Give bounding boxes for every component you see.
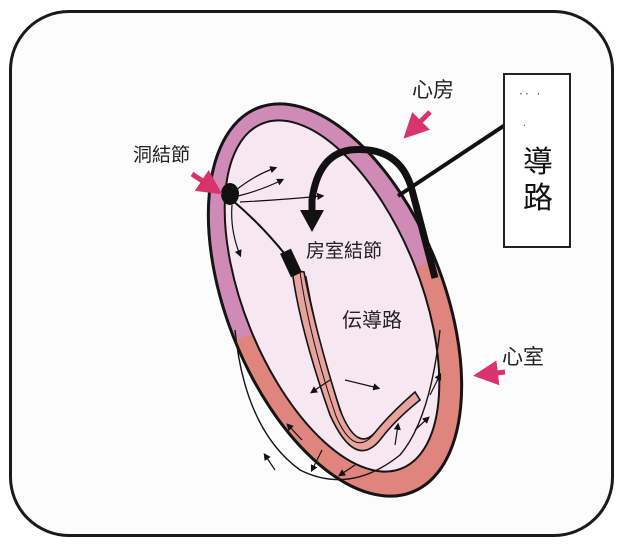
label-conduction-path: 伝導路: [342, 304, 402, 333]
label-ventricle: 心室: [502, 341, 544, 371]
callout-dots: ·: [523, 121, 526, 132]
indicator-arrow-atrium: [414, 112, 430, 128]
sinus-node-dot: [221, 183, 239, 205]
indicator-arrow-sinus: [192, 174, 210, 186]
label-av-node: 房室結節: [306, 236, 382, 263]
indicator-arrow-ventricle: [488, 372, 505, 374]
callout-faint-text: ·· ·: [519, 87, 542, 101]
callout-box: ·· · · 導路: [503, 73, 571, 248]
label-atrium: 心房: [412, 74, 454, 104]
label-sinus-node: 洞結節: [133, 140, 190, 167]
callout-vertical-text: 導路: [523, 145, 553, 217]
